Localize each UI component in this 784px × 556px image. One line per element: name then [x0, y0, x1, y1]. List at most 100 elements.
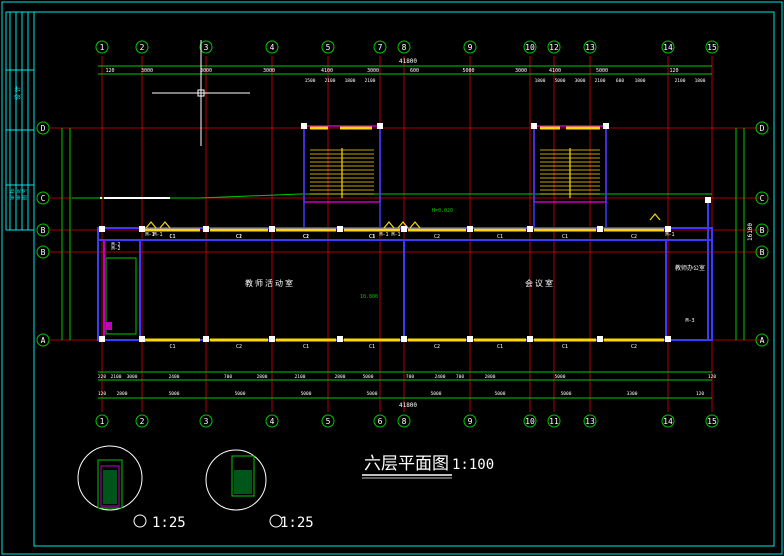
window-label-2: C1 [303, 234, 309, 240]
dim-bottom2-2: 5000 [169, 391, 180, 397]
dim-bottom1-5: 2800 [257, 374, 268, 380]
window-label-south-4: C2 [434, 344, 440, 350]
axis-label-left-3: B [41, 248, 46, 257]
column-bottom-5 [401, 336, 407, 342]
window-label-1: C2 [236, 234, 242, 240]
axis-label-top-14: 14 [663, 43, 673, 52]
axis-label-bottom-11: 11 [549, 417, 559, 426]
axis-label-top-4: 4 [270, 43, 275, 52]
dim-bottom1-14: 120 [708, 374, 716, 380]
axis-label-top-3: 3 [204, 43, 209, 52]
axis-bubble-bottom-9 [463, 414, 477, 428]
left-stair [105, 257, 137, 335]
window-label-4: C2 [434, 234, 440, 240]
dim-bottom1-8: 5000 [363, 374, 374, 380]
dim-top2-2: 1800 [345, 78, 356, 84]
axis-label-top-1: 1 [100, 43, 105, 52]
dim-bottom1-0: 220 [98, 374, 106, 380]
dim-bottom2-4: 5000 [301, 391, 312, 397]
column-stair-2 [531, 123, 537, 129]
axis-bubble-top-2 [135, 40, 149, 54]
axis-bubble-top-14 [661, 40, 675, 54]
axis-label-bottom-10: 10 [525, 417, 535, 426]
window-label-south-2: C1 [303, 344, 309, 350]
room-label-teacher-office: 教师办公室 [675, 264, 705, 272]
stair-treads [310, 148, 600, 198]
detail-2 [205, 449, 267, 511]
column-stair-0 [301, 123, 307, 129]
axis-bubble-bottom-4 [265, 414, 279, 428]
dim-top2-8: 600 [616, 78, 624, 84]
axis-bubble-right-4 [755, 333, 769, 347]
column-bottom-8 [597, 336, 603, 342]
overall-dim-top: 41800 [399, 58, 417, 65]
dim-bottom2-5: 5000 [367, 391, 378, 397]
drawing-frame [33, 11, 775, 547]
axis-label-top-5: 5 [326, 43, 331, 52]
elevation-note: H=0.020 [432, 208, 453, 214]
axis-bubble-right-0 [755, 121, 769, 135]
window-label-3: C1 [369, 234, 375, 240]
axis-label-right-4: A [760, 336, 765, 345]
axis-bubble-left-2 [36, 223, 50, 237]
column-bottom-1 [139, 336, 145, 342]
axis-bubble-top-13 [583, 40, 597, 54]
window-label-south-1: C2 [236, 344, 242, 350]
axis-bubble-top-4 [265, 40, 279, 54]
door-label-3: M-1 [391, 232, 400, 238]
axis-label-bottom-8: 8 [402, 417, 407, 426]
dim-top2-10: 2100 [675, 78, 686, 84]
sidebar-label-4: 图 号 [22, 188, 28, 200]
dim-top2-3: 2100 [365, 78, 376, 84]
dim-bottom1-3: 2400 [169, 374, 180, 380]
axis-label-top-8: 8 [402, 43, 407, 52]
column-top-1 [139, 226, 145, 232]
dim-top2-9: 1800 [635, 78, 646, 84]
axis-label-top-2: 2 [140, 43, 145, 52]
axis-bubble-bottom-6 [373, 414, 387, 428]
axis-label-bottom-14: 14 [663, 417, 673, 426]
column-bottom-2 [203, 336, 209, 342]
dim-bottom2-10: 120 [696, 391, 704, 397]
dim-top2-7: 2100 [595, 78, 606, 84]
axis-bubble-bottom-2 [135, 414, 149, 428]
door-swing-4 [409, 221, 421, 229]
axis-label-top-12: 12 [549, 43, 559, 52]
sidebar-label-3: 审 定 [15, 188, 22, 200]
window-label-5: C1 [497, 234, 503, 240]
dim-top1-7: 5000 [462, 68, 474, 74]
dim-bottom2-7: 5000 [495, 391, 506, 397]
door-label-7: M-3 [685, 318, 694, 324]
sidebar-label-2: 审 核 [9, 188, 16, 200]
axis-label-left-0: D [41, 124, 46, 133]
dim-top1-0: 120 [105, 68, 114, 74]
axis-bubble-top-9 [463, 40, 477, 54]
axis-label-bottom-4: 4 [270, 417, 275, 426]
dim-top1-9: 4100 [549, 68, 561, 74]
column-bottom-6 [467, 336, 473, 342]
axis-bubble-top-3 [199, 40, 213, 54]
axis-bubble-bottom-11 [547, 414, 561, 428]
dim-top1-11: 120 [669, 68, 678, 74]
axis-bubble-bottom-5 [321, 414, 335, 428]
axis-bubble-left-1 [36, 191, 50, 205]
axis-bubble-bottom-13 [583, 414, 597, 428]
column-bottom-0 [99, 336, 105, 342]
dimension-lines [61, 65, 745, 399]
axis-bubble-left-3 [36, 245, 50, 259]
column-bottom-3 [269, 336, 275, 342]
overall-dim-bottom: 41800 [399, 402, 417, 409]
dim-bottom1-11: 700 [456, 374, 464, 380]
column-top-8 [597, 226, 603, 232]
column-bottom-7 [527, 336, 533, 342]
dim-bottom2-9: 3300 [627, 391, 638, 397]
axis-bubble-top-10 [523, 40, 537, 54]
axis-bubble-right-2 [755, 223, 769, 237]
axis-label-bottom-3: 3 [204, 417, 209, 426]
window-label-10: C2 [303, 234, 309, 240]
dim-top2-5: 5000 [555, 78, 566, 84]
dim-top1-10: 5000 [596, 68, 608, 74]
